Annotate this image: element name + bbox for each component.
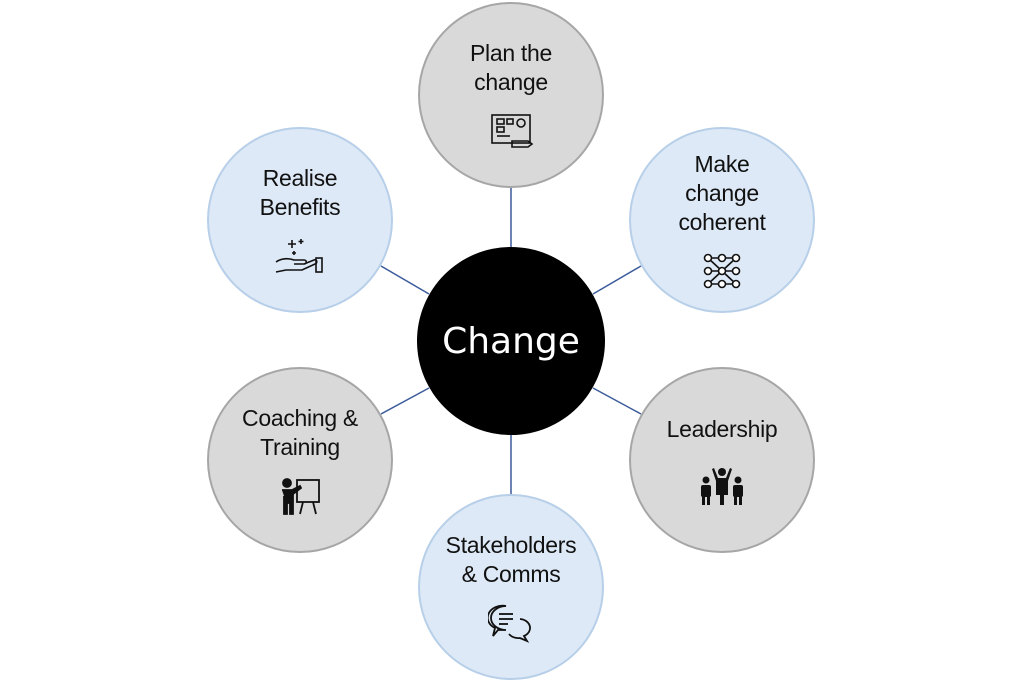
node-plan-the-change: Plan the change — [418, 2, 604, 188]
connector-benefits — [380, 265, 430, 295]
node-label: Stakeholders & Comms — [445, 532, 577, 587]
node-label: Make change coherent — [678, 150, 766, 235]
presenter-board-icon — [282, 478, 320, 515]
connector-coaching — [380, 387, 430, 415]
network-nodes-icon — [703, 253, 741, 288]
node-label: Plan the change — [470, 40, 552, 95]
center-label: Change — [442, 320, 580, 362]
connector-coherent — [592, 265, 642, 295]
blueprint-icon — [491, 114, 534, 148]
node-coaching-training: Coaching & Training — [207, 367, 393, 553]
team-leader-icon — [701, 467, 743, 505]
node-label: Leadership — [666, 415, 778, 442]
node-leadership: Leadership — [629, 367, 815, 553]
node-label: Coaching & Training — [242, 405, 358, 460]
change-center-node: Change — [417, 247, 605, 435]
node-label: Realise Benefits — [259, 165, 341, 220]
node-make-change-coherent: Make change coherent — [629, 127, 815, 313]
hand-sparkles-icon — [275, 239, 323, 273]
chat-bubbles-icon — [488, 604, 531, 643]
node-stakeholders-comms: Stakeholders & Comms — [418, 494, 604, 680]
connector-leadership — [592, 387, 642, 415]
node-realise-benefits: Realise Benefits — [207, 127, 393, 313]
